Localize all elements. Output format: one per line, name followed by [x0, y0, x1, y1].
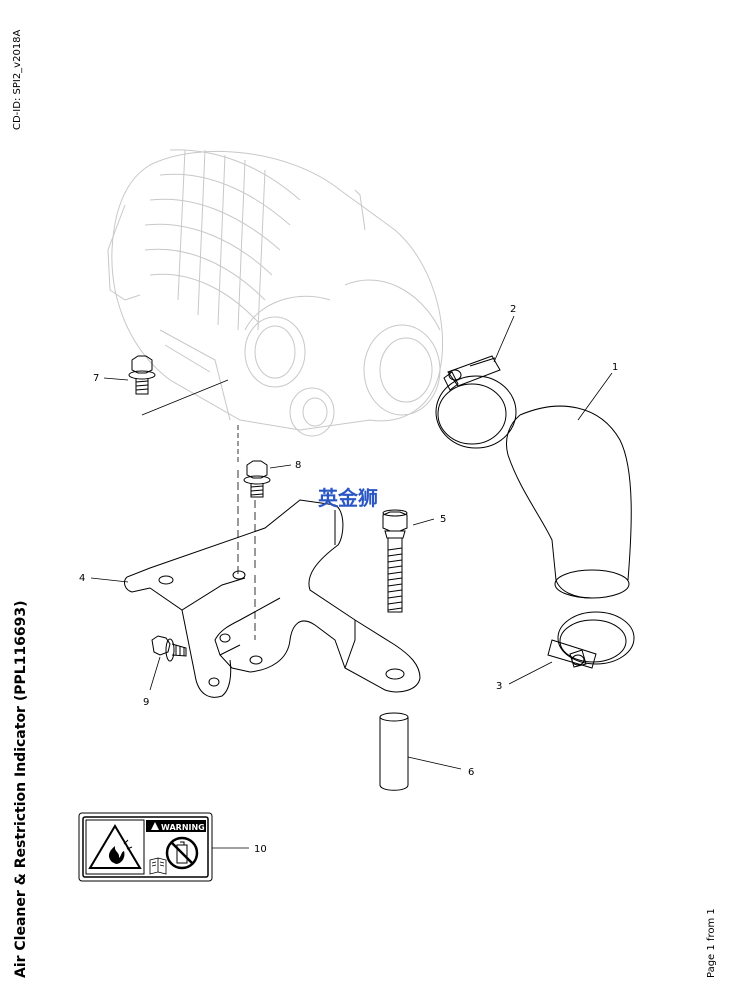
part-1-elbow-hose [506, 405, 632, 599]
leader-lines [90, 315, 613, 849]
callout-10: 10 [254, 844, 267, 855]
part-5-long-bolt [382, 509, 408, 613]
part-8-flange-bolt [243, 460, 271, 498]
part-7-flange-bolt [128, 355, 156, 395]
part-6-spacer-tube [379, 712, 409, 791]
fire-hazard-icon [85, 819, 145, 875]
callout-9: 9 [143, 697, 149, 708]
alignment-lines [141, 379, 256, 640]
callout-2: 2 [510, 304, 516, 315]
callout-5: 5 [440, 514, 446, 525]
watermark-logo: 英金狮 [318, 486, 378, 510]
air-cleaner-housing [107, 149, 444, 437]
part-4-mounting-bracket [124, 499, 421, 698]
callout-labels: 1 2 3 4 5 6 7 8 9 10 [79, 304, 618, 855]
callout-7: 7 [93, 373, 99, 384]
no-ether-icon [165, 836, 199, 870]
part-3-hose-clamp [547, 611, 635, 669]
callout-6: 6 [468, 767, 474, 778]
callout-4: 4 [79, 573, 85, 584]
part-2-hose-clamp [435, 355, 517, 449]
callout-1: 1 [612, 362, 618, 373]
callout-8: 8 [295, 460, 301, 471]
part-10-warning-decal: WARNING [78, 812, 213, 882]
manual-book-icon [149, 857, 167, 875]
warning-text: WARNING [161, 823, 205, 832]
callout-3: 3 [496, 681, 502, 692]
part-9-flange-bolt [151, 635, 187, 662]
